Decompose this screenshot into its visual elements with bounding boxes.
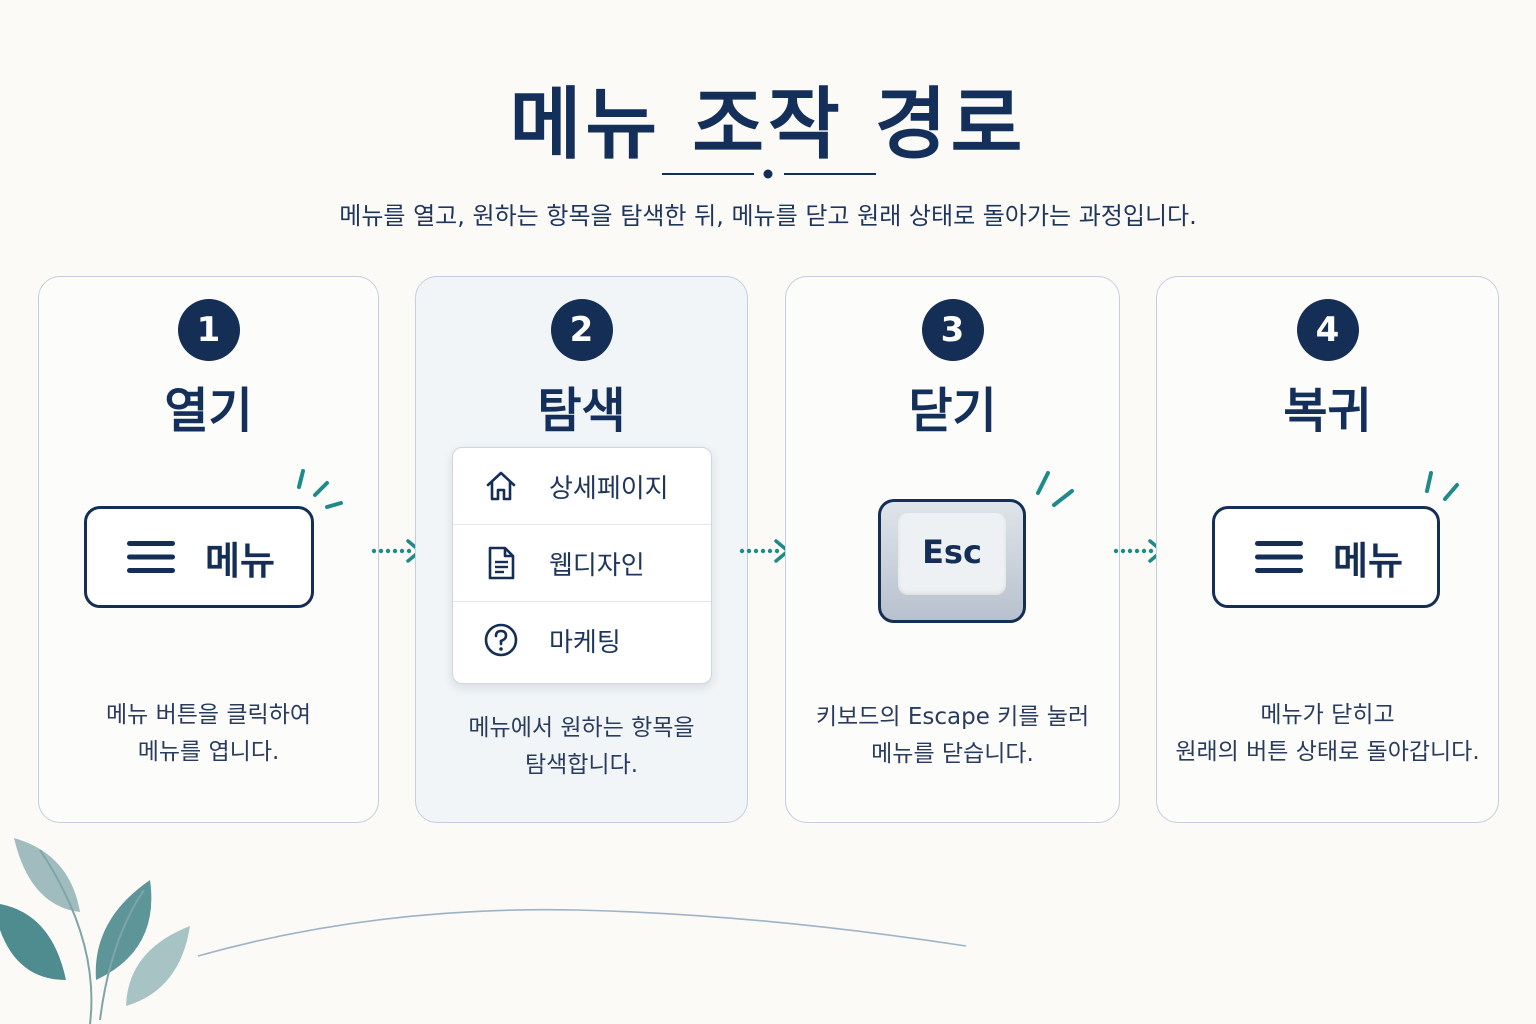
step-card-close: 3 닫기 Esc 키보드의 Escape 키를 눌러 메뉴를 닫습니다. <box>785 276 1120 823</box>
menu-button[interactable]: 메뉴 <box>84 506 314 608</box>
menu-item-label: 마케팅 <box>549 627 621 658</box>
step-description: 키보드의 Escape 키를 눌러 메뉴를 닫습니다. <box>786 699 1119 773</box>
page-subtitle: 메뉴를 열고, 원하는 항목을 탐색한 뒤, 메뉴를 닫고 원래 상태로 돌아가… <box>339 202 1197 230</box>
desc-line: 메뉴를 엽니다. <box>137 739 280 765</box>
step-title: 닫기 <box>908 383 997 439</box>
desc-line: 메뉴가 닫히고 <box>1260 702 1395 728</box>
desc-line: 메뉴를 닫습니다. <box>871 741 1034 767</box>
press-sparkle-icon <box>1036 471 1074 507</box>
menu-button-label: 메뉴 <box>1333 538 1403 583</box>
menu-button[interactable]: 메뉴 <box>1212 506 1440 608</box>
menu-item-web-design[interactable]: 웹디자인 <box>453 525 711 602</box>
desc-line: 탐색합니다. <box>524 752 639 778</box>
step-card-open: 1 열기 메뉴 메뉴 버튼을 클릭하여 메뉴를 엽니다. <box>38 276 379 823</box>
desc-line: 메뉴에서 원하는 항목을 <box>468 715 695 741</box>
desc-line: 원래의 버튼 상태로 돌아갑니다. <box>1175 739 1480 765</box>
step-card-return: 4 복귀 메뉴 메뉴가 닫히고 원래의 버튼 상태로 돌아갑니다. <box>1156 276 1499 823</box>
step-card-explore: 2 탐색 상세페이지 웹디자인 마케팅 <box>415 276 748 823</box>
escape-key[interactable]: Esc <box>878 499 1026 623</box>
dotted-arrow-icon <box>739 539 790 563</box>
hamburger-icon <box>127 541 175 573</box>
step-title: 복귀 <box>1283 383 1372 439</box>
step-number-badge: 1 <box>177 299 240 361</box>
step-description: 메뉴 버튼을 클릭하여 메뉴를 엽니다. <box>39 697 378 771</box>
step-description: 메뉴에서 원하는 항목을 탐색합니다. <box>416 710 747 784</box>
document-icon <box>488 546 515 580</box>
help-circle-icon <box>484 623 518 657</box>
wave-decoration-icon <box>197 908 967 957</box>
desc-line: 키보드의 Escape 키를 눌러 <box>815 704 1090 730</box>
escape-key-face: Esc <box>898 513 1006 595</box>
menu-button-label: 메뉴 <box>205 538 275 583</box>
menu-item-detail-page[interactable]: 상세페이지 <box>453 448 711 525</box>
step-number-badge: 2 <box>550 299 613 361</box>
title-divider <box>662 169 876 179</box>
step-number-badge: 3 <box>921 299 984 361</box>
menu-item-marketing[interactable]: 마케팅 <box>453 602 711 678</box>
restore-sparkle-icon <box>1425 471 1459 501</box>
leaf-decoration-icon <box>0 838 190 1024</box>
hamburger-icon <box>1255 541 1303 573</box>
menu-item-label: 웹디자인 <box>549 550 645 581</box>
click-sparkle-icon <box>297 469 343 509</box>
dropdown-menu: 상세페이지 웹디자인 마케팅 <box>452 447 712 684</box>
step-description: 메뉴가 닫히고 원래의 버튼 상태로 돌아갑니다. <box>1157 697 1498 771</box>
step-number-badge: 4 <box>1296 299 1359 361</box>
step-title: 탐색 <box>537 383 626 439</box>
desc-line: 메뉴 버튼을 클릭하여 <box>105 702 312 728</box>
dotted-arrow-icon <box>1113 539 1164 563</box>
step-title: 열기 <box>164 383 253 439</box>
page-title: 메뉴 조작 경로 <box>509 80 1027 170</box>
escape-key-label: Esc <box>922 533 982 571</box>
home-icon <box>486 471 516 501</box>
menu-item-label: 상세페이지 <box>549 473 669 504</box>
